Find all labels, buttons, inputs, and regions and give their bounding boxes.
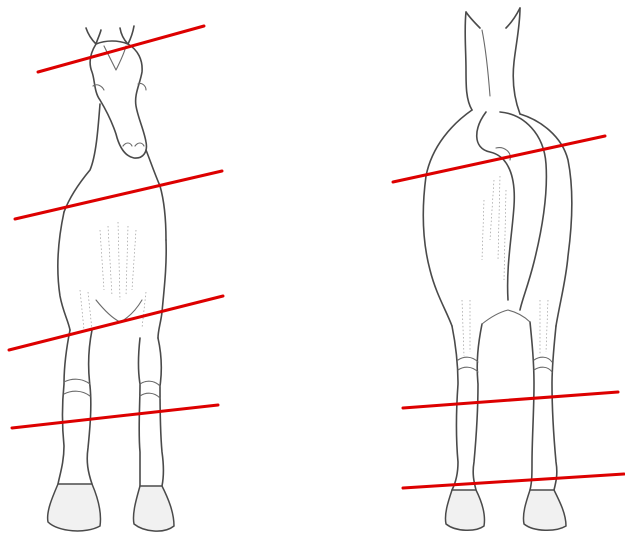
front-line-shoulder [15, 171, 222, 219]
front-chest-shading [80, 222, 146, 330]
rear-left-leg [452, 324, 482, 490]
rear-right-ear [506, 8, 520, 28]
rear-line-cannon [403, 392, 618, 408]
rear-line-pastern [403, 474, 624, 488]
rear-left-hock [458, 357, 478, 372]
rear-mane [482, 30, 490, 96]
front-left-leg [58, 330, 92, 484]
front-left-ear [86, 28, 101, 44]
rear-right-leg [530, 322, 557, 490]
front-reference-lines [9, 26, 223, 428]
front-neck-left [64, 104, 100, 212]
rear-left-ear [466, 12, 480, 28]
horse-front-view [48, 26, 174, 531]
front-left-knee [64, 379, 90, 396]
horse-rear-view [423, 8, 571, 530]
rear-croup-outline [423, 110, 571, 326]
rear-head-neck [465, 8, 520, 114]
front-right-knee [140, 381, 160, 398]
rear-reference-lines [393, 136, 624, 488]
front-right-hoof [133, 486, 174, 531]
rear-inner-thigh [482, 310, 530, 324]
front-head-outline [90, 41, 146, 158]
rear-left-hoof [445, 490, 484, 530]
front-body-left [58, 212, 70, 330]
rear-tail [477, 112, 547, 310]
rear-right-leg-shading [540, 300, 548, 354]
rear-line-croup [393, 136, 605, 182]
rear-tail-shading [482, 176, 506, 280]
front-left-hoof [48, 484, 101, 531]
front-neck-right [146, 150, 166, 240]
front-line-cannon [12, 405, 218, 428]
rear-right-hock [534, 357, 552, 372]
front-nostrils [123, 143, 144, 146]
rear-left-leg-shading [462, 300, 470, 356]
front-line-forearm [9, 296, 223, 350]
front-body-right [158, 240, 166, 338]
rear-right-hoof [523, 490, 566, 530]
